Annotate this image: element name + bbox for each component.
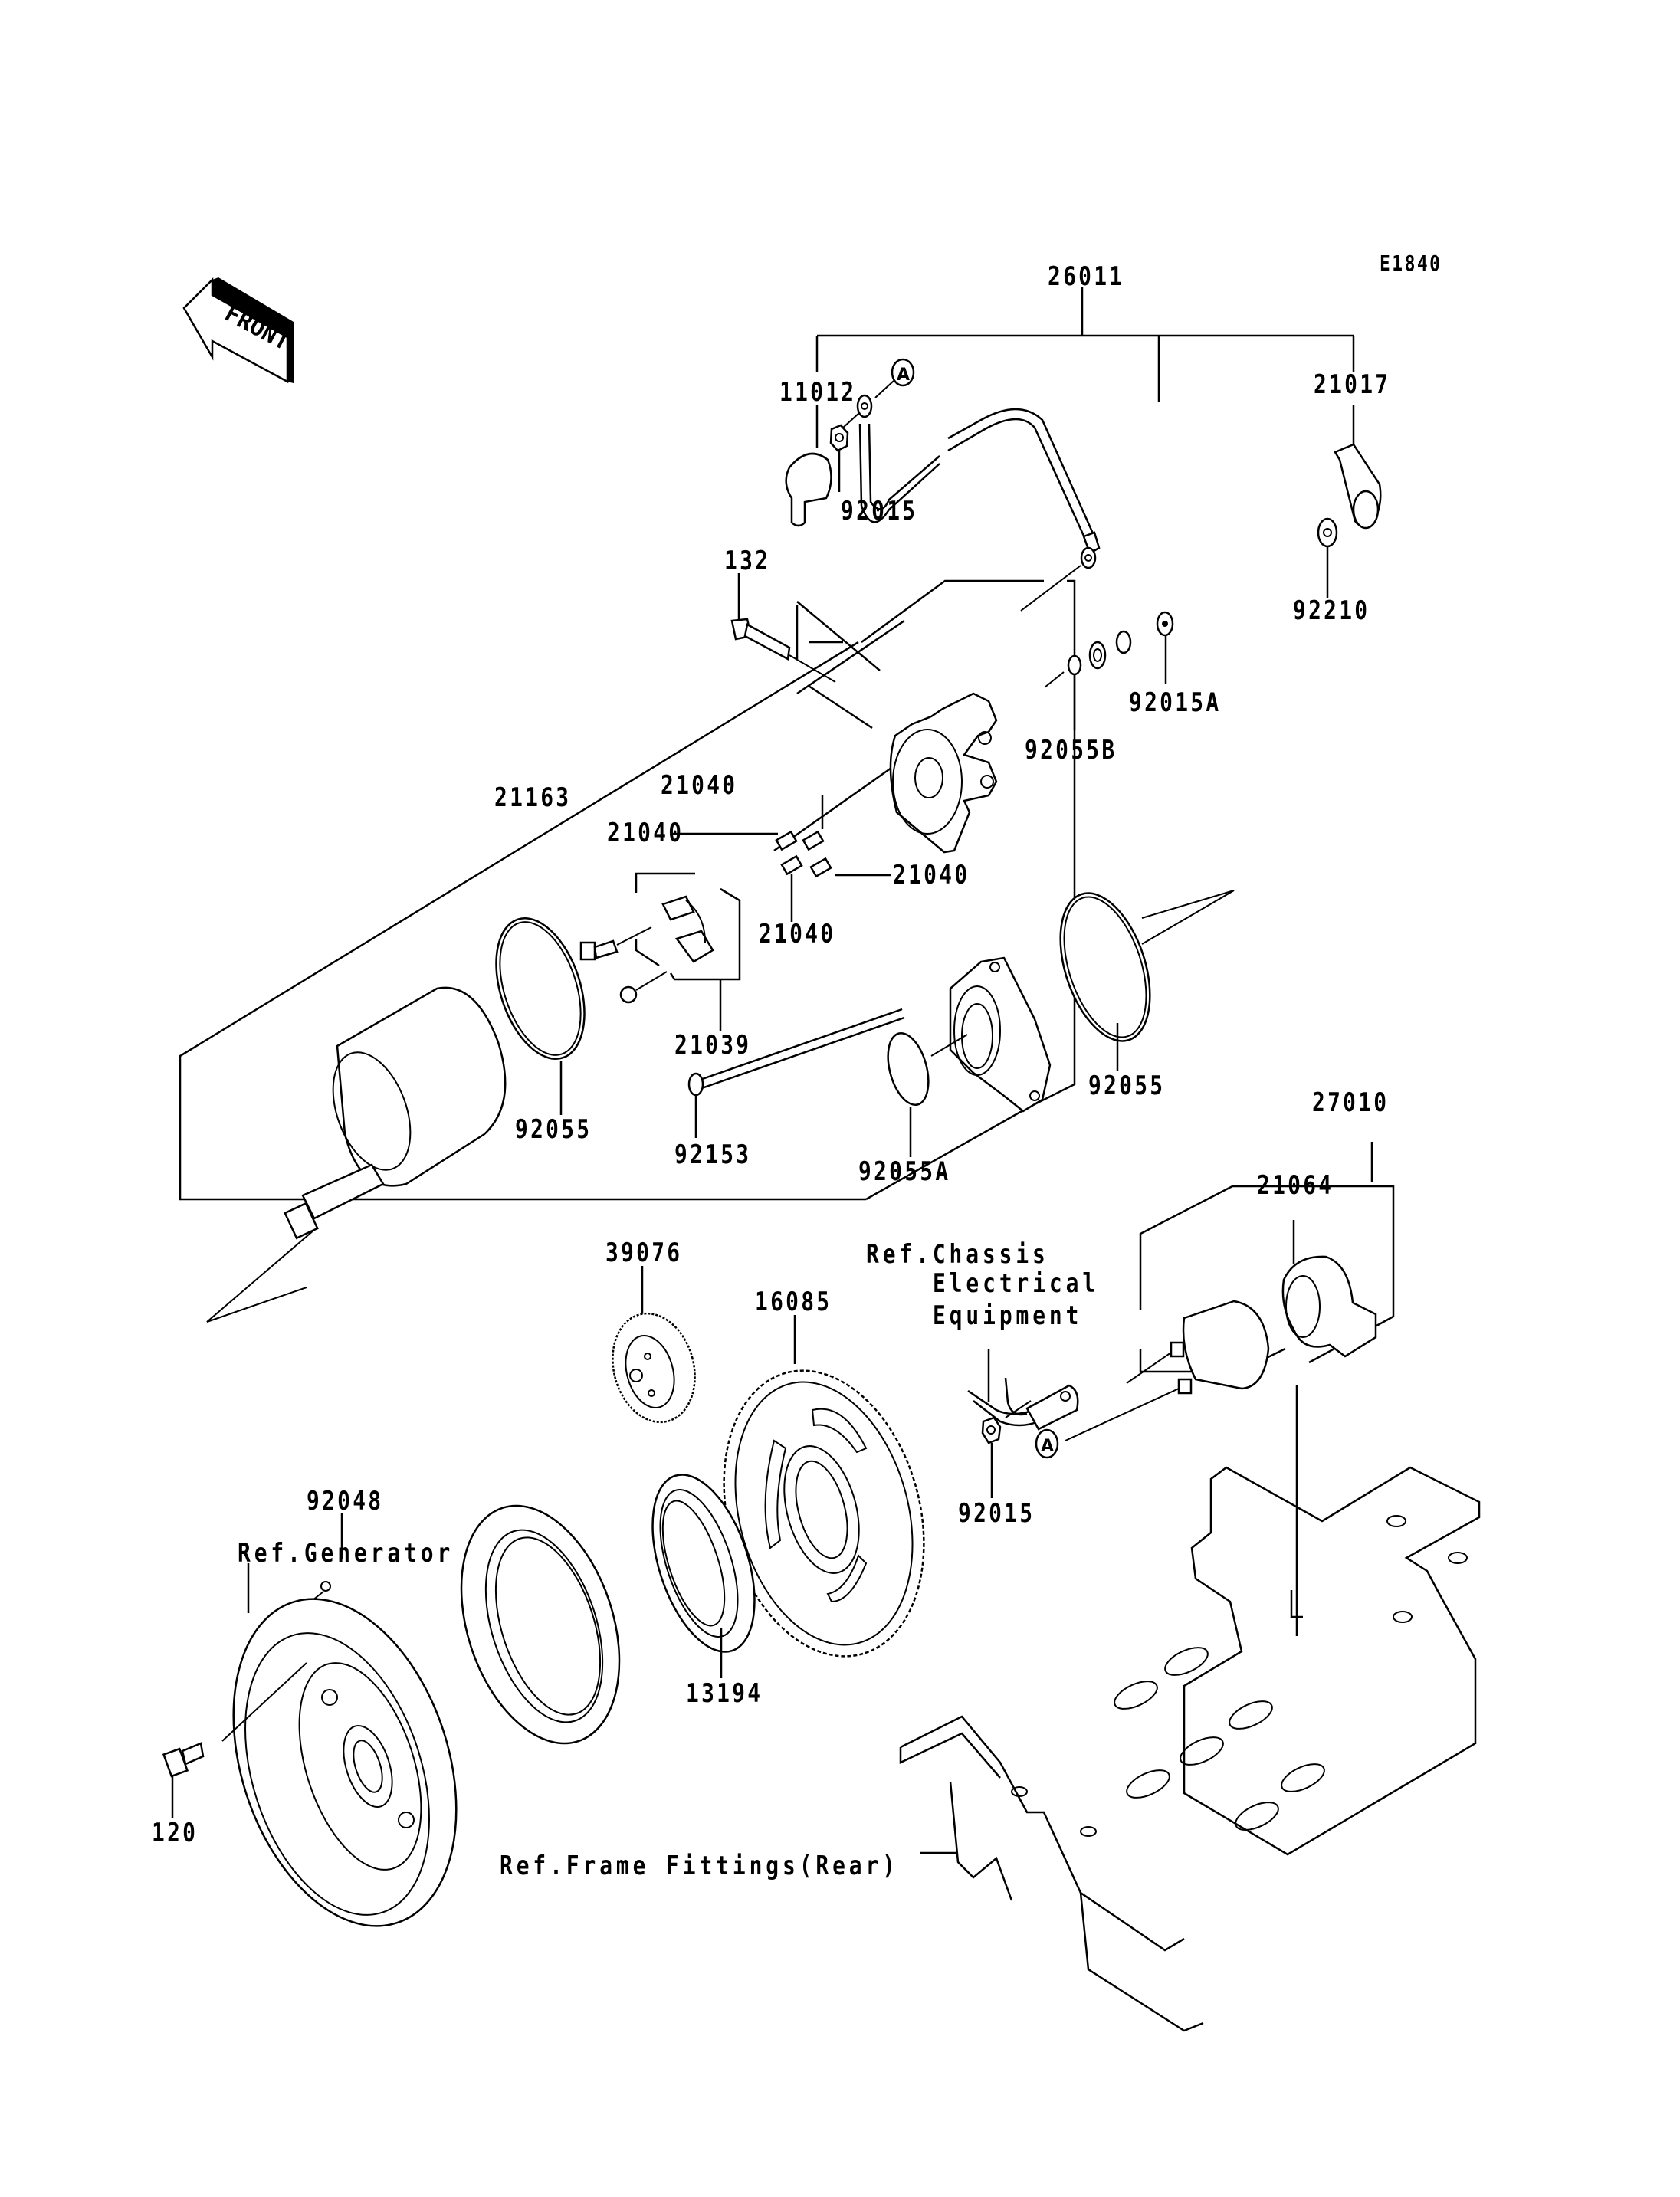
terminal-washers [1044, 611, 1174, 730]
part-label-11012: 11012 [779, 377, 857, 408]
part-label-120: 120 [152, 1818, 199, 1848]
chassis-electrical-cable [967, 1349, 1079, 1431]
starter-cable [856, 394, 1101, 612]
part-label-27010: 27010 [1312, 1087, 1390, 1118]
part-label-21040-right: 21040 [893, 860, 970, 890]
part-label-92055-right: 92055 [1088, 1071, 1166, 1101]
diagram-code: E1840 [1380, 251, 1442, 276]
part-label-21163: 21163 [494, 782, 572, 813]
part-label-92015-relay: 92015 [958, 1498, 1035, 1529]
callout-marker-a-bottom: A [1035, 1428, 1059, 1459]
marker-a-text: A [897, 366, 910, 385]
part-label-92055-left: 92055 [515, 1114, 592, 1145]
generator-rotor [221, 1563, 458, 1927]
oring-92055-left [495, 917, 586, 1115]
part-label-92015a: 92015A [1129, 687, 1222, 718]
bolt-132 [730, 573, 836, 683]
idle-gear-39076 [612, 1266, 696, 1424]
part-label-21040-left: 21040 [607, 818, 684, 848]
ref-chassis-line1: Ref.Chassis [866, 1239, 1049, 1270]
nut-92210 [1317, 517, 1338, 598]
bolt-120 [162, 1742, 205, 1818]
part-label-21017: 21017 [1314, 369, 1391, 400]
part-label-39076: 39076 [605, 1238, 683, 1268]
part-label-21040-top: 21040 [661, 770, 738, 801]
starter-motor-body [206, 986, 507, 1323]
one-way-clutch-13194 [651, 1474, 756, 1678]
starter-end-cover [889, 692, 998, 854]
part-label-21064: 21064 [1257, 1170, 1334, 1201]
frame-fittings-rear [899, 1466, 1481, 2032]
part-label-92153: 92153 [674, 1139, 752, 1170]
part-label-21040-bottom: 21040 [759, 919, 836, 949]
ref-chassis-line3: Equipment [933, 1300, 1083, 1331]
part-label-92210: 92210 [1293, 595, 1370, 626]
terminal-cap-right [1334, 443, 1382, 530]
part-label-21039: 21039 [674, 1030, 752, 1061]
harness-bracket-lines [815, 287, 1355, 448]
front-arrow-icon: FRONT [182, 277, 294, 384]
relay-cover-21064 [1281, 1255, 1377, 1636]
part-label-26011: 26011 [1048, 261, 1125, 292]
starter-relay [1065, 1300, 1270, 1441]
ref-generator: Ref.Generator [238, 1538, 454, 1569]
part-label-13194: 13194 [686, 1678, 763, 1709]
starter-front-cover [930, 956, 1052, 1113]
ref-chassis-line2: Electrical [933, 1268, 1100, 1299]
nut-92015-relay [981, 1400, 1032, 1498]
part-label-92055a: 92055A [858, 1156, 951, 1187]
part-label-16085: 16085 [755, 1287, 832, 1317]
brush-holder [579, 872, 741, 1031]
part-label-92048: 92048 [307, 1486, 384, 1517]
oring-92055-right [1059, 890, 1235, 1071]
part-label-92015-top: 92015 [841, 496, 918, 526]
callout-marker-a-top: A [874, 358, 915, 398]
ref-frame-fittings-rear: Ref.Frame Fittings(Rear) [500, 1851, 899, 1881]
marker-a-bottom-text: A [1041, 1437, 1054, 1456]
part-label-132: 132 [724, 546, 771, 576]
oring-92055a [887, 1031, 930, 1157]
washer-plate-92048 [283, 1504, 621, 1745]
through-bolt-92153 [687, 1008, 905, 1138]
part-label-92055b: 92055B [1025, 735, 1117, 766]
brush-springs [671, 795, 891, 922]
nut-92015-top [829, 412, 861, 492]
terminal-cap-left [785, 452, 832, 527]
starter-assembly-frame [179, 579, 1076, 1201]
